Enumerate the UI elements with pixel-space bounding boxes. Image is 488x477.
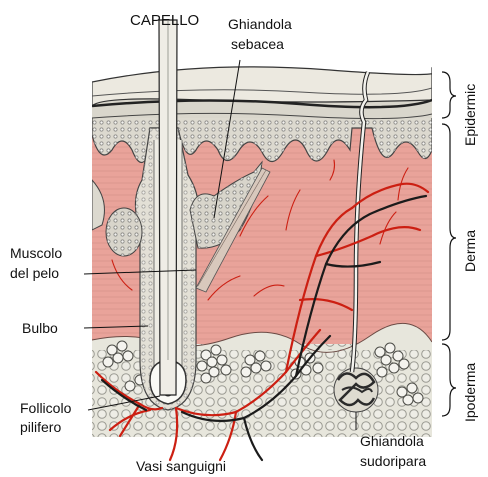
label-dermis: Derma <box>462 230 478 272</box>
sebaceous-gland-left <box>106 208 142 256</box>
label-hypodermis: Ipoderma <box>462 363 478 422</box>
label-follicle-2: pilifero <box>20 419 61 436</box>
hair-shaft <box>159 20 177 395</box>
label-epidermis: Epidermic <box>462 84 478 146</box>
label-muscle-2: del pelo <box>10 265 59 282</box>
label-sweat-2: sudoripara <box>360 453 426 470</box>
label-sweat-1: Ghiandola <box>360 433 424 450</box>
label-vessels: Vasi sanguigni <box>136 458 226 475</box>
layer-brackets <box>442 72 456 416</box>
label-muscle-1: Muscolo <box>10 245 62 262</box>
label-sebaceous-2: sebacea <box>231 36 284 53</box>
label-bulb: Bulbo <box>22 320 58 337</box>
label-sebaceous-1: Ghiandola <box>228 16 292 33</box>
label-follicle-1: Follicolo <box>20 400 71 417</box>
label-hair: CAPELLO <box>130 12 199 29</box>
sweat-gland <box>334 368 378 412</box>
